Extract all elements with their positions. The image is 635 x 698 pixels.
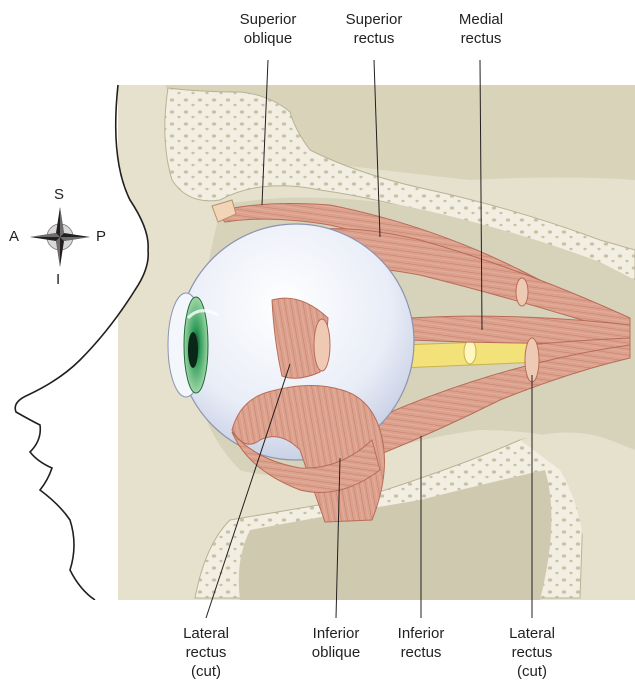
label-superior-oblique: Superior oblique: [240, 10, 297, 48]
compass-anterior: A: [9, 229, 19, 245]
compass-posterior: P: [96, 229, 106, 245]
label-superior-rectus: Superior rectus: [346, 10, 403, 48]
compass-inferior: I: [56, 272, 60, 288]
label-inferior-oblique: Inferior oblique: [312, 624, 360, 662]
label-medial-rectus: Medial rectus: [459, 10, 503, 48]
label-lateral-rectus-cut-back: Lateral rectus (cut): [509, 624, 555, 681]
label-lateral-rectus-cut-front: Lateral rectus (cut): [183, 624, 229, 681]
compass-superior: S: [54, 187, 64, 203]
muscle-cut-stump-upper: [516, 278, 528, 306]
label-inferior-rectus: Inferior rectus: [398, 624, 445, 662]
